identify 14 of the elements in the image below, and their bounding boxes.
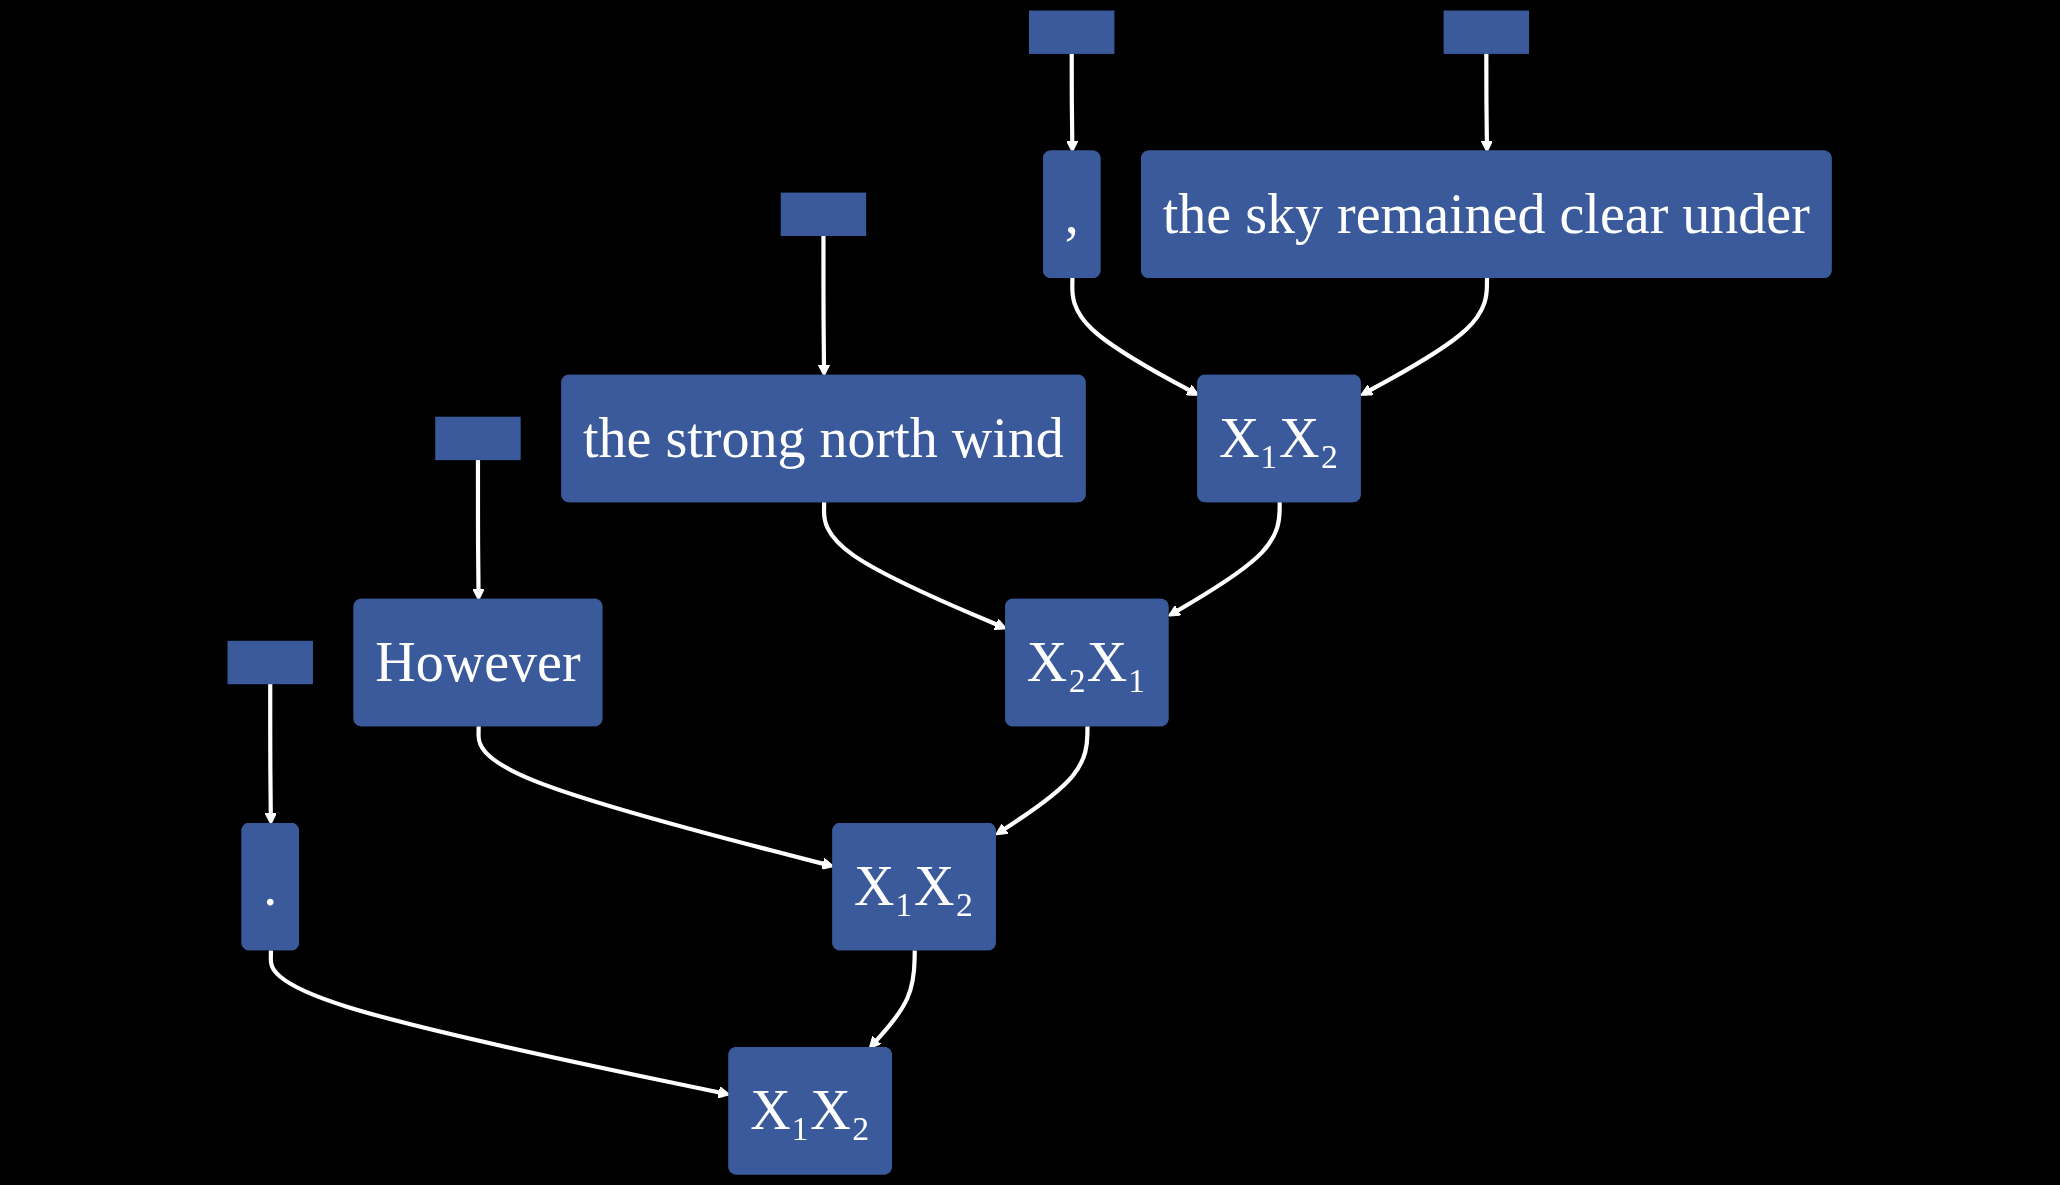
arrow [472, 459, 486, 601]
arrow [869, 950, 918, 1049]
arrow [265, 683, 278, 825]
node-box [435, 416, 522, 461]
node-box [227, 640, 314, 685]
node-box [1444, 10, 1530, 54]
arrow [1360, 278, 1490, 396]
node-box [1029, 10, 1115, 54]
arrow [1168, 502, 1283, 617]
arrow [1481, 53, 1494, 153]
arrow [995, 726, 1090, 836]
arrow [1066, 53, 1079, 153]
node-box [781, 192, 867, 236]
arrow [818, 235, 831, 377]
